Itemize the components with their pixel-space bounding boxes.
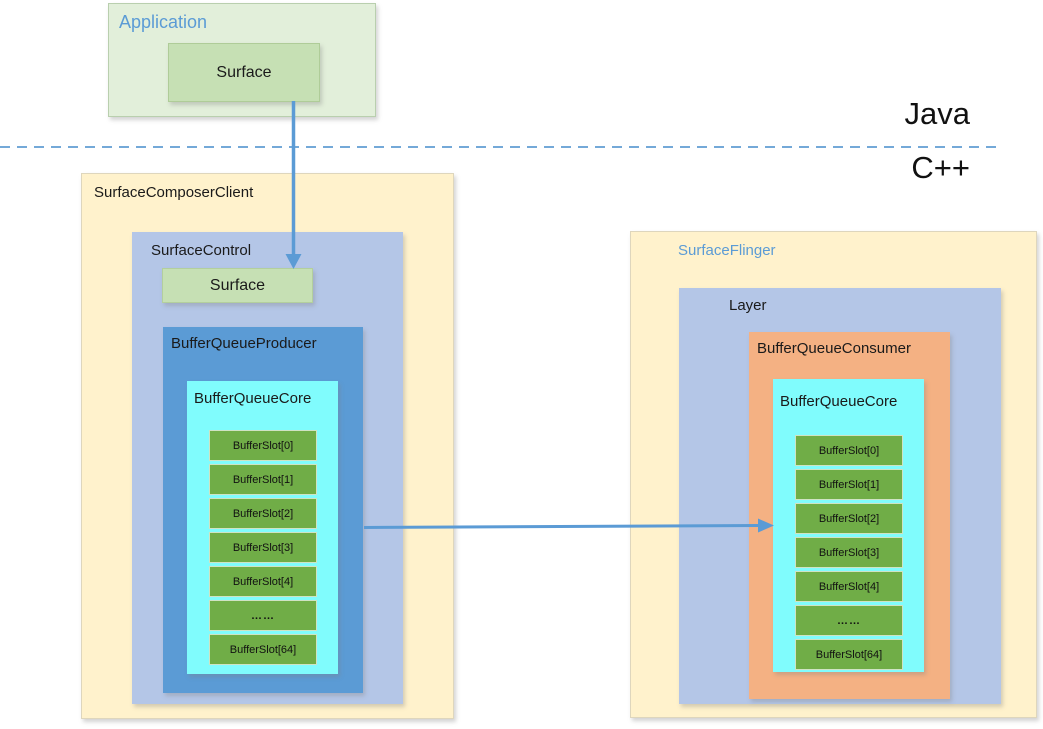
buffer-slot: BufferSlot[1] [795, 469, 903, 500]
application-title: Application [119, 12, 208, 32]
java-cpp-divider-line [0, 146, 1001, 148]
producer-buffer-queue-core-box: BufferQueueCore BufferSlot[0] BufferSlot… [187, 381, 338, 674]
buffer-slot-ellipsis: …… [209, 600, 317, 631]
consumer-buffer-queue-core-box: BufferQueueCore BufferSlot[0] BufferSlot… [773, 379, 924, 672]
buffer-slot: BufferSlot[3] [795, 537, 903, 568]
buffer-slot: BufferSlot[2] [795, 503, 903, 534]
buffer-slot: BufferSlot[4] [795, 571, 903, 602]
producer-buffer-queue-core-title: BufferQueueCore [194, 390, 312, 407]
java-layer-label: Java [904, 96, 970, 131]
consumer-buffer-slot-list: BufferSlot[0] BufferSlot[1] BufferSlot[2… [795, 435, 903, 670]
buffer-queue-producer-box: BufferQueueProducer BufferQueueCore Buff… [163, 327, 363, 693]
buffer-slot: BufferSlot[2] [209, 498, 317, 529]
buffer-queue-consumer-box: BufferQueueConsumer BufferQueueCore Buff… [749, 332, 950, 699]
surface-flinger-title: SurfaceFlinger [678, 242, 776, 259]
application-box: Application Surface [108, 3, 376, 117]
surface-control-surface-box: Surface [162, 268, 313, 303]
buffer-slot: BufferSlot[64] [209, 634, 317, 665]
surface-flinger-box: SurfaceFlinger Layer BufferQueueConsumer… [630, 231, 1037, 718]
producer-buffer-slot-list: BufferSlot[0] BufferSlot[1] BufferSlot[2… [209, 430, 317, 665]
buffer-queue-producer-title: BufferQueueProducer [171, 335, 317, 352]
surface-composer-client-box: SurfaceComposerClient SurfaceControl Sur… [81, 173, 454, 719]
buffer-slot: BufferSlot[3] [209, 532, 317, 563]
cpp-layer-label: C++ [911, 150, 970, 185]
buffer-slot: BufferSlot[1] [209, 464, 317, 495]
buffer-slot: BufferSlot[0] [209, 430, 317, 461]
layer-box: Layer BufferQueueConsumer BufferQueueCor… [679, 288, 1001, 704]
surface-control-box: SurfaceControl Surface BufferQueueProduc… [132, 232, 403, 704]
buffer-slot: BufferSlot[0] [795, 435, 903, 466]
surface-composer-client-title: SurfaceComposerClient [94, 184, 254, 201]
buffer-slot: BufferSlot[64] [795, 639, 903, 670]
layer-title: Layer [729, 297, 767, 314]
application-surface-box: Surface [168, 43, 320, 102]
surface-control-title: SurfaceControl [151, 242, 252, 259]
buffer-slot-ellipsis: …… [795, 605, 903, 636]
consumer-buffer-queue-core-title: BufferQueueCore [780, 393, 898, 410]
buffer-slot: BufferSlot[4] [209, 566, 317, 597]
buffer-queue-consumer-title: BufferQueueConsumer [757, 340, 911, 357]
